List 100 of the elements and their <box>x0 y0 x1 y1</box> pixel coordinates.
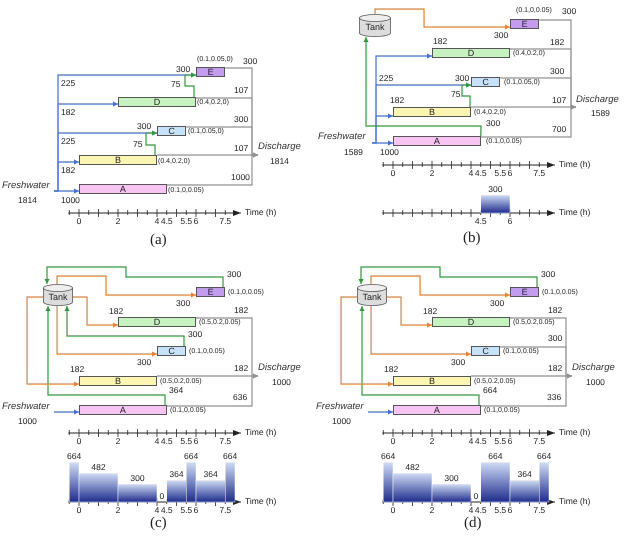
process-box: B <box>393 107 471 117</box>
process-box: E <box>510 19 540 29</box>
tick-label: 5.5 <box>494 169 506 178</box>
flow-value: 364 <box>169 386 184 395</box>
freshwater-label: Freshwater <box>316 401 368 413</box>
value-label: 482 <box>91 463 106 472</box>
discharge-label: Discharge <box>258 362 306 377</box>
arrow <box>510 317 572 378</box>
process-box: A <box>393 136 481 146</box>
value-label: 664 <box>67 452 82 462</box>
tick-label: 5.5 <box>180 506 192 515</box>
flow-value: 182 <box>423 307 438 316</box>
tick-label: 4.5 <box>160 506 173 515</box>
value-label: 300 <box>444 474 459 483</box>
flow-value: 182 <box>390 96 404 105</box>
flow-value: 1000 <box>586 378 605 387</box>
tick-label: 7.5 <box>219 437 232 446</box>
flow-value: 1000 <box>380 148 399 157</box>
flow-value: 225 <box>379 74 394 83</box>
process-box: E <box>510 287 540 297</box>
tick-label: 4.5 <box>474 169 487 178</box>
value-label: 482 <box>405 463 420 472</box>
flow-value: 300 <box>137 122 152 131</box>
value-label: 664 <box>223 452 238 462</box>
tick-label: 2 <box>116 217 120 226</box>
process-box: A <box>393 405 481 415</box>
tick-label: 5.5 <box>180 217 192 226</box>
value-label: 0 <box>160 492 164 501</box>
tick-label: 6 <box>508 217 512 226</box>
flow-value: 182 <box>61 166 76 175</box>
flow-value: 182 <box>234 306 248 315</box>
flow-value: 300 <box>451 358 466 367</box>
process-box: A <box>79 184 167 194</box>
arrow <box>539 19 576 110</box>
flow-value: 1589 <box>344 148 363 157</box>
tick-label: 4.5 <box>160 437 173 446</box>
process-box: C <box>471 346 500 356</box>
tick-label: 4 <box>468 437 474 446</box>
flow-value: 182 <box>548 306 562 315</box>
arrow <box>56 306 157 356</box>
flow-value: 182 <box>433 37 448 46</box>
tick-label: 6 <box>508 506 512 515</box>
flow-value: 1814 <box>18 196 37 205</box>
process-box: E <box>196 67 226 77</box>
tick-label: 7.5 <box>219 217 232 226</box>
arrow <box>374 8 510 30</box>
discharge-label: Discharge <box>572 362 620 377</box>
arrow <box>54 410 79 414</box>
axis-title: Time (h) <box>559 497 590 506</box>
arrow <box>340 296 393 386</box>
arrow <box>364 37 482 136</box>
panel-caption: (b) <box>463 230 480 246</box>
arrow <box>387 296 432 328</box>
process-box: E <box>196 287 226 297</box>
freshwater-label: Freshwater <box>318 131 372 143</box>
flow-value: 75 <box>133 140 142 149</box>
arrow <box>46 306 166 405</box>
flow-value: 300 <box>562 7 576 16</box>
value-label: 364 <box>518 470 532 480</box>
flow-value: 1000 <box>332 417 351 426</box>
tick-label: 0 <box>76 506 82 515</box>
tick-label: 0 <box>390 169 396 178</box>
flow-value: 107 <box>234 86 248 95</box>
tank-cylinder: Tank <box>357 284 387 306</box>
tick-label: 5.5 <box>180 437 192 446</box>
flow-value: 336 <box>547 393 562 402</box>
arrow <box>370 306 471 356</box>
tick-label: 6 <box>194 506 198 515</box>
flow-value: 1000 <box>272 378 291 387</box>
flow-value: 225 <box>61 137 76 146</box>
flow-value: 300 <box>137 358 152 367</box>
arrow <box>64 306 185 346</box>
arrow <box>145 130 157 155</box>
value-label: 300 <box>130 474 145 483</box>
arrow <box>360 306 480 405</box>
value-label: 664 <box>184 452 198 462</box>
tick-label: 0 <box>390 506 396 515</box>
process-box: C <box>157 346 186 356</box>
flow-value: 182 <box>61 108 76 117</box>
axis-title: Time (h) <box>245 497 276 506</box>
freshwater-label: Freshwater <box>2 180 54 192</box>
tick-label: 7.5 <box>533 506 546 515</box>
tick-label: 0 <box>390 437 396 446</box>
tick-label: 2 <box>430 169 434 178</box>
tick-label: 5.5 <box>494 506 506 515</box>
flow-value: 1000 <box>231 173 250 182</box>
flow-value: 182 <box>234 364 248 373</box>
process-box: D <box>432 317 510 327</box>
value-label: 664 <box>537 452 552 462</box>
tick-label: 4 <box>468 169 474 178</box>
tick-label: 5.5 <box>494 437 506 446</box>
process-box: B <box>79 376 157 386</box>
arrow <box>370 275 510 298</box>
tick-label: 4 <box>154 506 160 515</box>
value-label: 300 <box>488 185 502 194</box>
tick-label: 4.5 <box>474 506 487 515</box>
process-box: C <box>157 126 186 136</box>
flow-value: 225 <box>61 79 76 88</box>
tick-label: 4 <box>154 217 160 226</box>
arrow <box>461 82 471 107</box>
